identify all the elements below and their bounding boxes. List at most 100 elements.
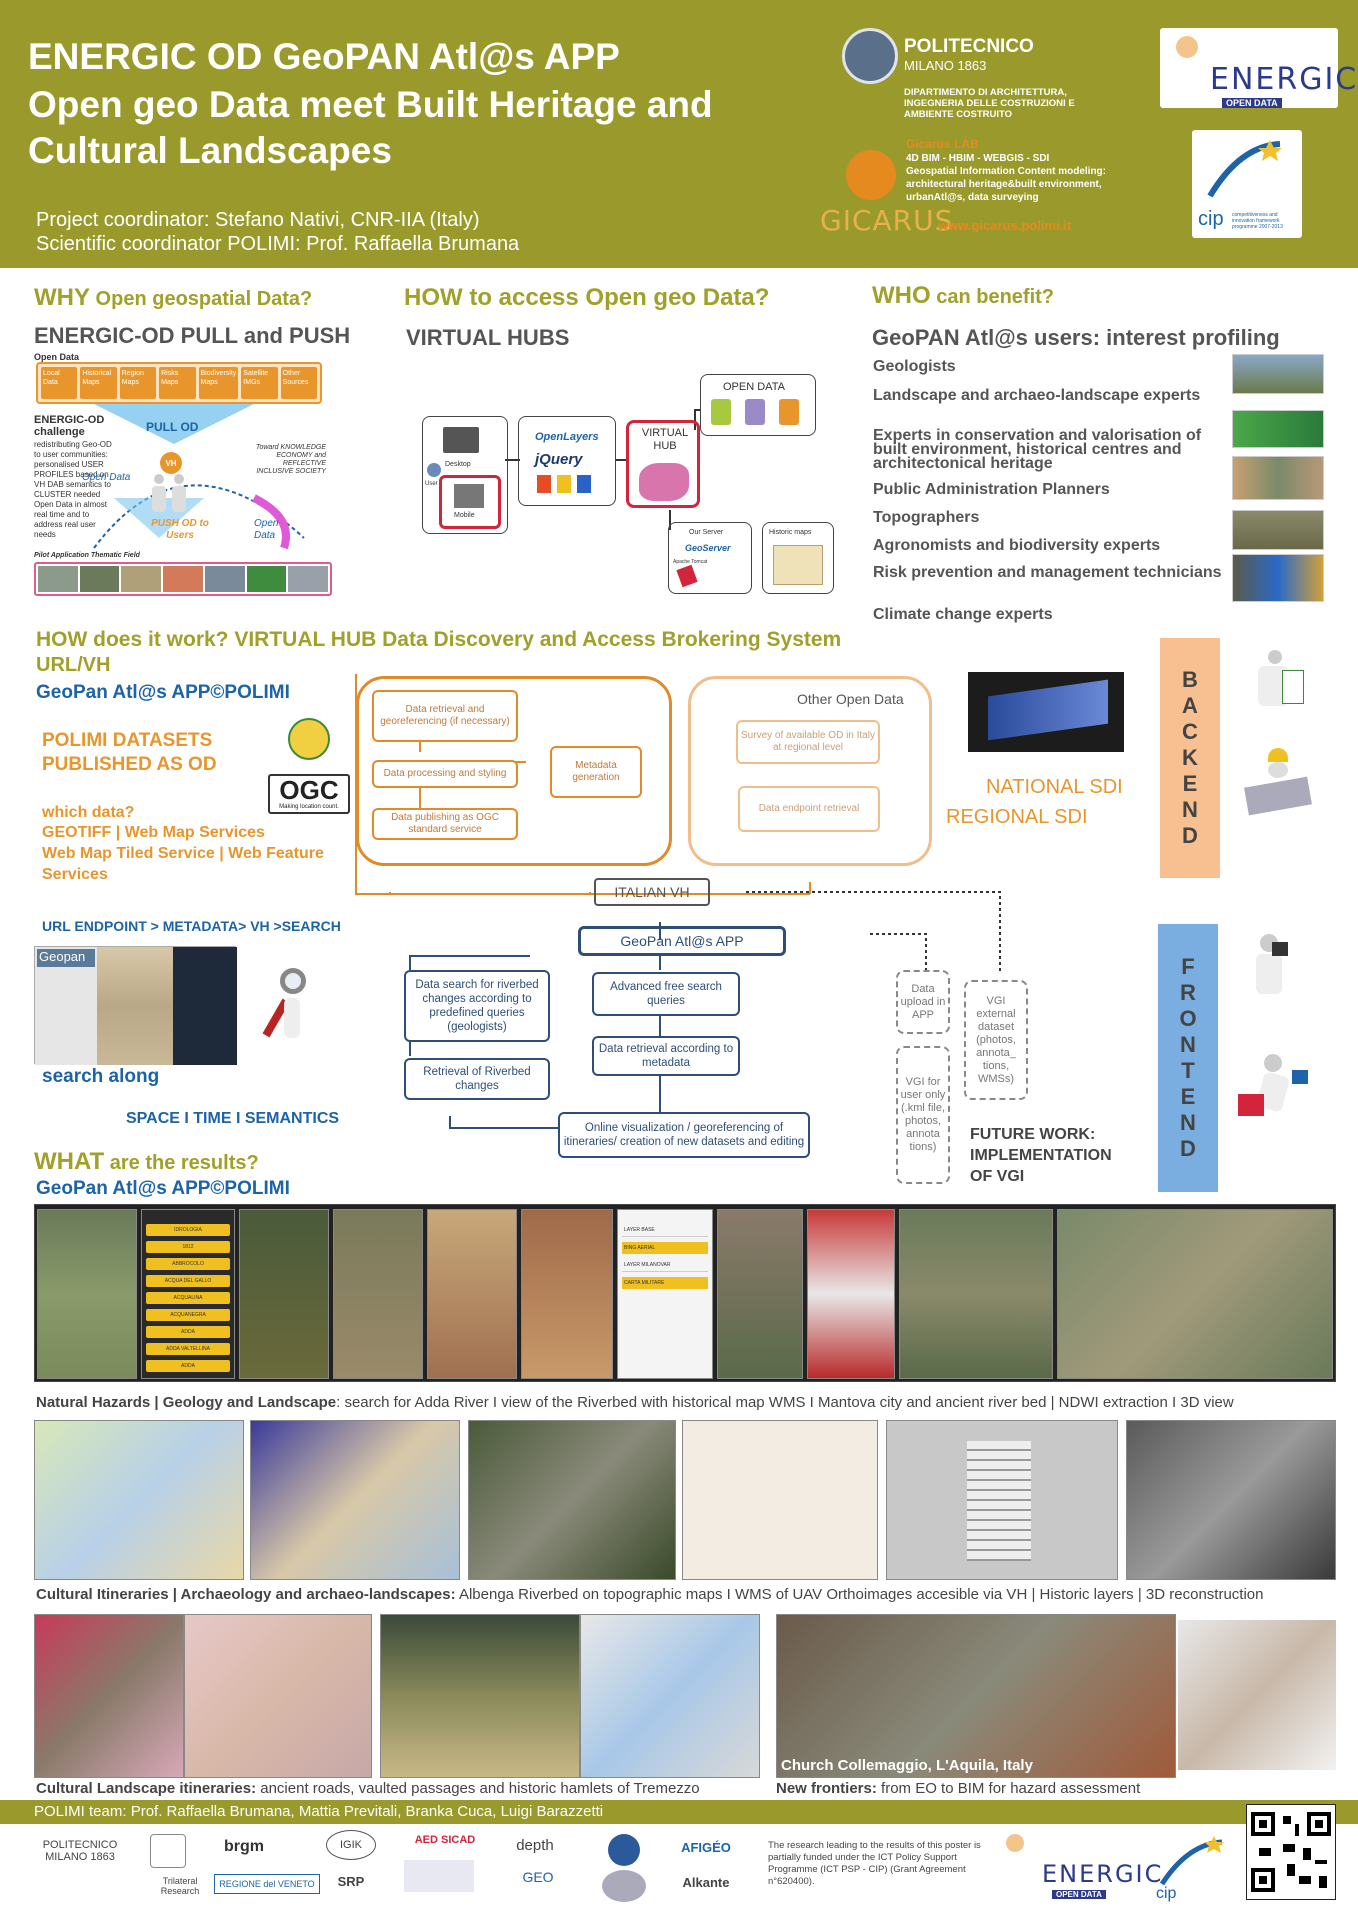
ogc-logo: OGC Making location count.: [268, 774, 350, 814]
box-metadata-gen: Metadata generation: [550, 746, 642, 798]
which-data: which data?: [42, 804, 135, 821]
phone-menu-item[interactable]: ACQUALINA: [146, 1292, 230, 1304]
pull-od-label: PULL OD: [146, 420, 199, 434]
db-green-icon: [711, 399, 731, 425]
gicarus-line: architectural heritage&built environment…: [906, 179, 1102, 190]
what-heading-big: WHAT: [34, 1148, 105, 1175]
vertical-letter: N: [1180, 1032, 1196, 1057]
gicarus-line: 4D BIM - HBIM - WEBGIS - SDI: [906, 153, 1050, 164]
cip-wordmark: cip: [1198, 208, 1224, 230]
what-heading-rest: are the results?: [104, 1152, 259, 1174]
gicarus-description: 4D BIM - HBIM - WEBGIS - SDI Geospatial …: [906, 152, 1146, 204]
open-data-item: Biodiversity Maps: [198, 367, 239, 399]
phone-menu-item[interactable]: ACQUANEGRA: [146, 1309, 230, 1321]
partner-afigeo: AFIGÉO: [681, 1839, 731, 1855]
layer-menu-item[interactable]: BING AERIAL: [622, 1242, 708, 1254]
pull-arrow-icon: [94, 404, 254, 444]
user-label: User: [425, 481, 438, 487]
db-purple-icon: [745, 399, 765, 425]
geopan-map-screen: [97, 947, 173, 1065]
vertical-letter: K: [1182, 745, 1198, 770]
polimi-process-group: [356, 676, 672, 866]
title-line-1: ENERGIC OD GeoPAN Atl@s APP: [28, 36, 620, 77]
client-box: Desktop User Mobile: [422, 416, 508, 534]
phone-menu-item[interactable]: ACQUA DEL GALLO: [146, 1275, 230, 1287]
open-data-arc-label: Open Data: [254, 518, 279, 541]
mountain-photo: [1232, 354, 1324, 394]
svg-text:cip: cip: [1156, 1885, 1177, 1902]
geopan-dark-screen: [173, 947, 237, 1065]
mobile-label: Mobile: [454, 512, 475, 519]
qr-code[interactable]: [1246, 1804, 1336, 1900]
partner-srp: SRP: [337, 1873, 365, 1889]
desktop-icon: [443, 427, 479, 453]
caption-bold: Cultural Landscape itineraries:: [36, 1780, 257, 1797]
phone-menu-item[interactable]: ABBROCOLO: [146, 1258, 230, 1270]
phone-menu-item[interactable]: ADDA VALTELLINA: [146, 1343, 230, 1355]
box-vgi-external: VGI external dataset (photos, annota_ ti…: [964, 980, 1028, 1100]
box-data-upload: Data upload in APP: [896, 970, 950, 1034]
geopan-screens-collage: Geopan: [34, 946, 237, 1065]
risk-map-photo: [1232, 554, 1324, 602]
why-subtitle: ENERGIC-OD PULL and PUSH: [34, 323, 351, 348]
geoserver-label: GeoServer: [685, 543, 731, 553]
who-item-agronomists: Agronomists and biodiversity experts: [873, 537, 1161, 554]
screenshot-ndwi: [807, 1209, 895, 1379]
screenshot-3d-reconstruction: [1126, 1420, 1336, 1580]
phone-menu-item[interactable]: 1812: [146, 1241, 230, 1253]
partner-igik: IGIK: [326, 1830, 376, 1860]
caption-rest: ancient roads, vaulted passages and hist…: [256, 1780, 700, 1797]
layer-menu-item[interactable]: LAYER BASE: [622, 1224, 708, 1237]
future-work-line: OF VGI: [970, 1168, 1025, 1185]
gicarus-url[interactable]: www.gicarus.polimi.it: [938, 218, 1072, 233]
screenshot-uav-ortho: [468, 1420, 676, 1580]
geopan-app-title: GeoPan Atl@s APP©POLIMI: [36, 682, 290, 703]
who-subtitle: GeoPAN Atl@s users: interest profiling: [872, 325, 1280, 350]
screenshot-3d-stack: [886, 1420, 1118, 1580]
phone-menu-item[interactable]: IDROLOGIA: [146, 1224, 230, 1236]
how-heading-rest: to access Open geo Data?: [462, 284, 770, 311]
mobile-frame: Mobile: [439, 475, 501, 529]
polimi-department: DIPARTIMENTO DI ARCHITETTURA, INGEGNERIA…: [904, 87, 1075, 120]
builder-figure-icon: [1242, 748, 1314, 834]
who-item-risk: Risk prevention and management technicia…: [873, 564, 1222, 581]
energic-logo: ENERGIC OPEN DATA: [1160, 28, 1356, 108]
team-bar: POLIMI team: Prof. Raffaella Brumana, Ma…: [0, 1800, 1358, 1824]
phone-menu-item[interactable]: ADDA: [146, 1326, 230, 1338]
photo-church-collemaggio: Church Collemaggio, L'Aquila, Italy: [776, 1614, 1176, 1778]
partner-polimi: POLITECNICO MILANO 1863: [42, 1839, 118, 1863]
services-line-2: Web Map Tiled Service | Web Feature: [42, 845, 324, 862]
national-sdi: NATIONAL SDI: [986, 776, 1123, 798]
partner-ccr-icon: [150, 1834, 186, 1868]
open-data-label: Open Data: [34, 352, 80, 362]
libraries-box: OpenLayers jQuery: [518, 416, 616, 506]
partner-aed-sicad: AED SICAD: [414, 1834, 476, 1846]
vertical-letter: C: [1182, 719, 1198, 744]
partner-veneto: REGIONE del VENETO: [214, 1874, 320, 1894]
why-heading: WHY Open geospatial Data?: [34, 284, 312, 312]
cip-logo: cip competitiveness and innovation frame…: [1192, 130, 1302, 238]
energic-flame-icon: [1176, 36, 1198, 58]
screenshot-layers-menu: LAYER BASE BING AERIAL LAYER MILANOVAR CART…: [617, 1209, 713, 1379]
layer-menu-item[interactable]: LAYER MILANOVAR: [622, 1259, 708, 1272]
heritage-photo: [1232, 456, 1324, 500]
scientific-coordinator: Scientific coordinator POLIMI: Prof. Raf…: [36, 233, 520, 255]
layer-menu-item[interactable]: CARTA MILITARE: [622, 1277, 708, 1289]
open-data-item: Historical Maps: [80, 367, 117, 399]
caption-natural-hazards: Natural Hazards | Geology and Landscape:…: [36, 1394, 1234, 1411]
gicarus-head: Gicarus LAB: [906, 137, 979, 151]
map-icon: [773, 545, 823, 585]
user-icon: [427, 463, 441, 477]
search-along: search along: [42, 1066, 160, 1087]
vertical-letter: D: [1180, 1136, 1196, 1161]
vertical-letter: R: [1180, 980, 1196, 1005]
pilot-label: Pilot Application Thematic Field: [34, 552, 140, 559]
vh-node: VH: [160, 452, 182, 474]
screenshot-river-search: [239, 1209, 329, 1379]
energic-wordmark: ENERGIC: [1210, 62, 1358, 97]
polimi-city: MILANO 1863: [904, 58, 987, 73]
regional-sdi: REGIONAL SDI: [946, 806, 1088, 828]
box-advanced-search: Advanced free search queries: [592, 972, 740, 1016]
phone-menu-item[interactable]: ADDA: [146, 1360, 230, 1372]
